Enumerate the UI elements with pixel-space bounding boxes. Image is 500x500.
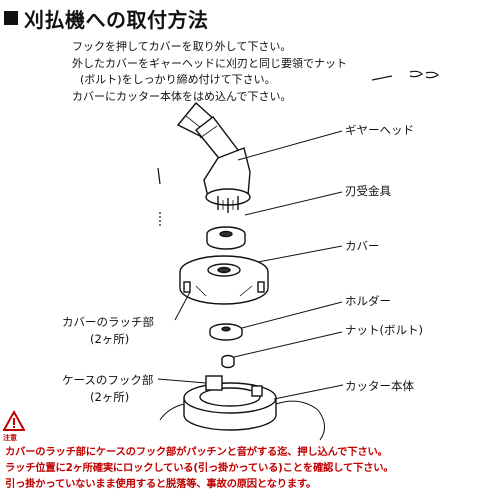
label-holder: ホルダー: [345, 294, 391, 308]
label-blade-receiver: 刃受金具: [345, 184, 391, 198]
instruction-line: (ボルト)をしっかり締め付けて下さい。: [80, 73, 276, 86]
holder: [209, 323, 243, 341]
label-cover-latch: カバーのラッチ部: [62, 315, 154, 329]
cutter-body: [159, 375, 325, 441]
warning-line: ラッチ位置に2ヶ所確実にロックしている(引っ掛かっている)ことを確認して下さい。: [5, 462, 394, 474]
label-case-hook-count: (2ヶ所): [90, 390, 130, 404]
warning-triangle-icon: [3, 410, 25, 431]
page-title: 刈払機への取付方法: [2, 3, 302, 33]
label-gear-head: ギヤーヘッド: [345, 123, 414, 137]
label-cover-latch-count: (2ヶ所): [90, 332, 130, 346]
cover: [179, 255, 269, 305]
instruction-line: 外したカバーをギャーヘッドに刈刃と同じ要領でナット: [72, 56, 347, 70]
gear-head: [203, 147, 251, 213]
label-case-hook: ケースのフック部: [62, 373, 154, 387]
instruction-line: カバーにカッター本体をはめ込んで下さい。: [72, 89, 292, 103]
label-cutter-body: カッター本体: [345, 379, 414, 393]
label-cover: カバー: [345, 239, 380, 253]
warning-line: 引っ掛かっていないまま使用すると脱落等、事故の原因となります。: [5, 478, 317, 490]
label-nut-bolt: ナット(ボルト): [345, 323, 423, 337]
warning-line: カバーのラッチ部にケースのフック部がパッチンと音がする迄、押し込んで下さい。: [5, 446, 388, 458]
leader-lines: [157, 130, 344, 400]
nut: [221, 354, 235, 369]
title-text: 刈払機への取付方法: [24, 7, 209, 32]
instruction-line: フックを押してカバーを取り外して下さい。: [72, 40, 292, 53]
warning-text: カバーのラッチ部にケースのフック部がパッチンと音がする迄、押し込んで下さい。 ラ…: [5, 444, 394, 492]
title-bullet-icon: [4, 11, 18, 25]
blade-receiver: [206, 226, 246, 250]
small-parts: [157, 70, 439, 228]
instructions: フックを押してカバーを取り外して下さい。 外したカバーをギャーヘッドに刈刃と同じ…: [72, 39, 372, 105]
warning-icon-label: 注意: [3, 434, 17, 442]
